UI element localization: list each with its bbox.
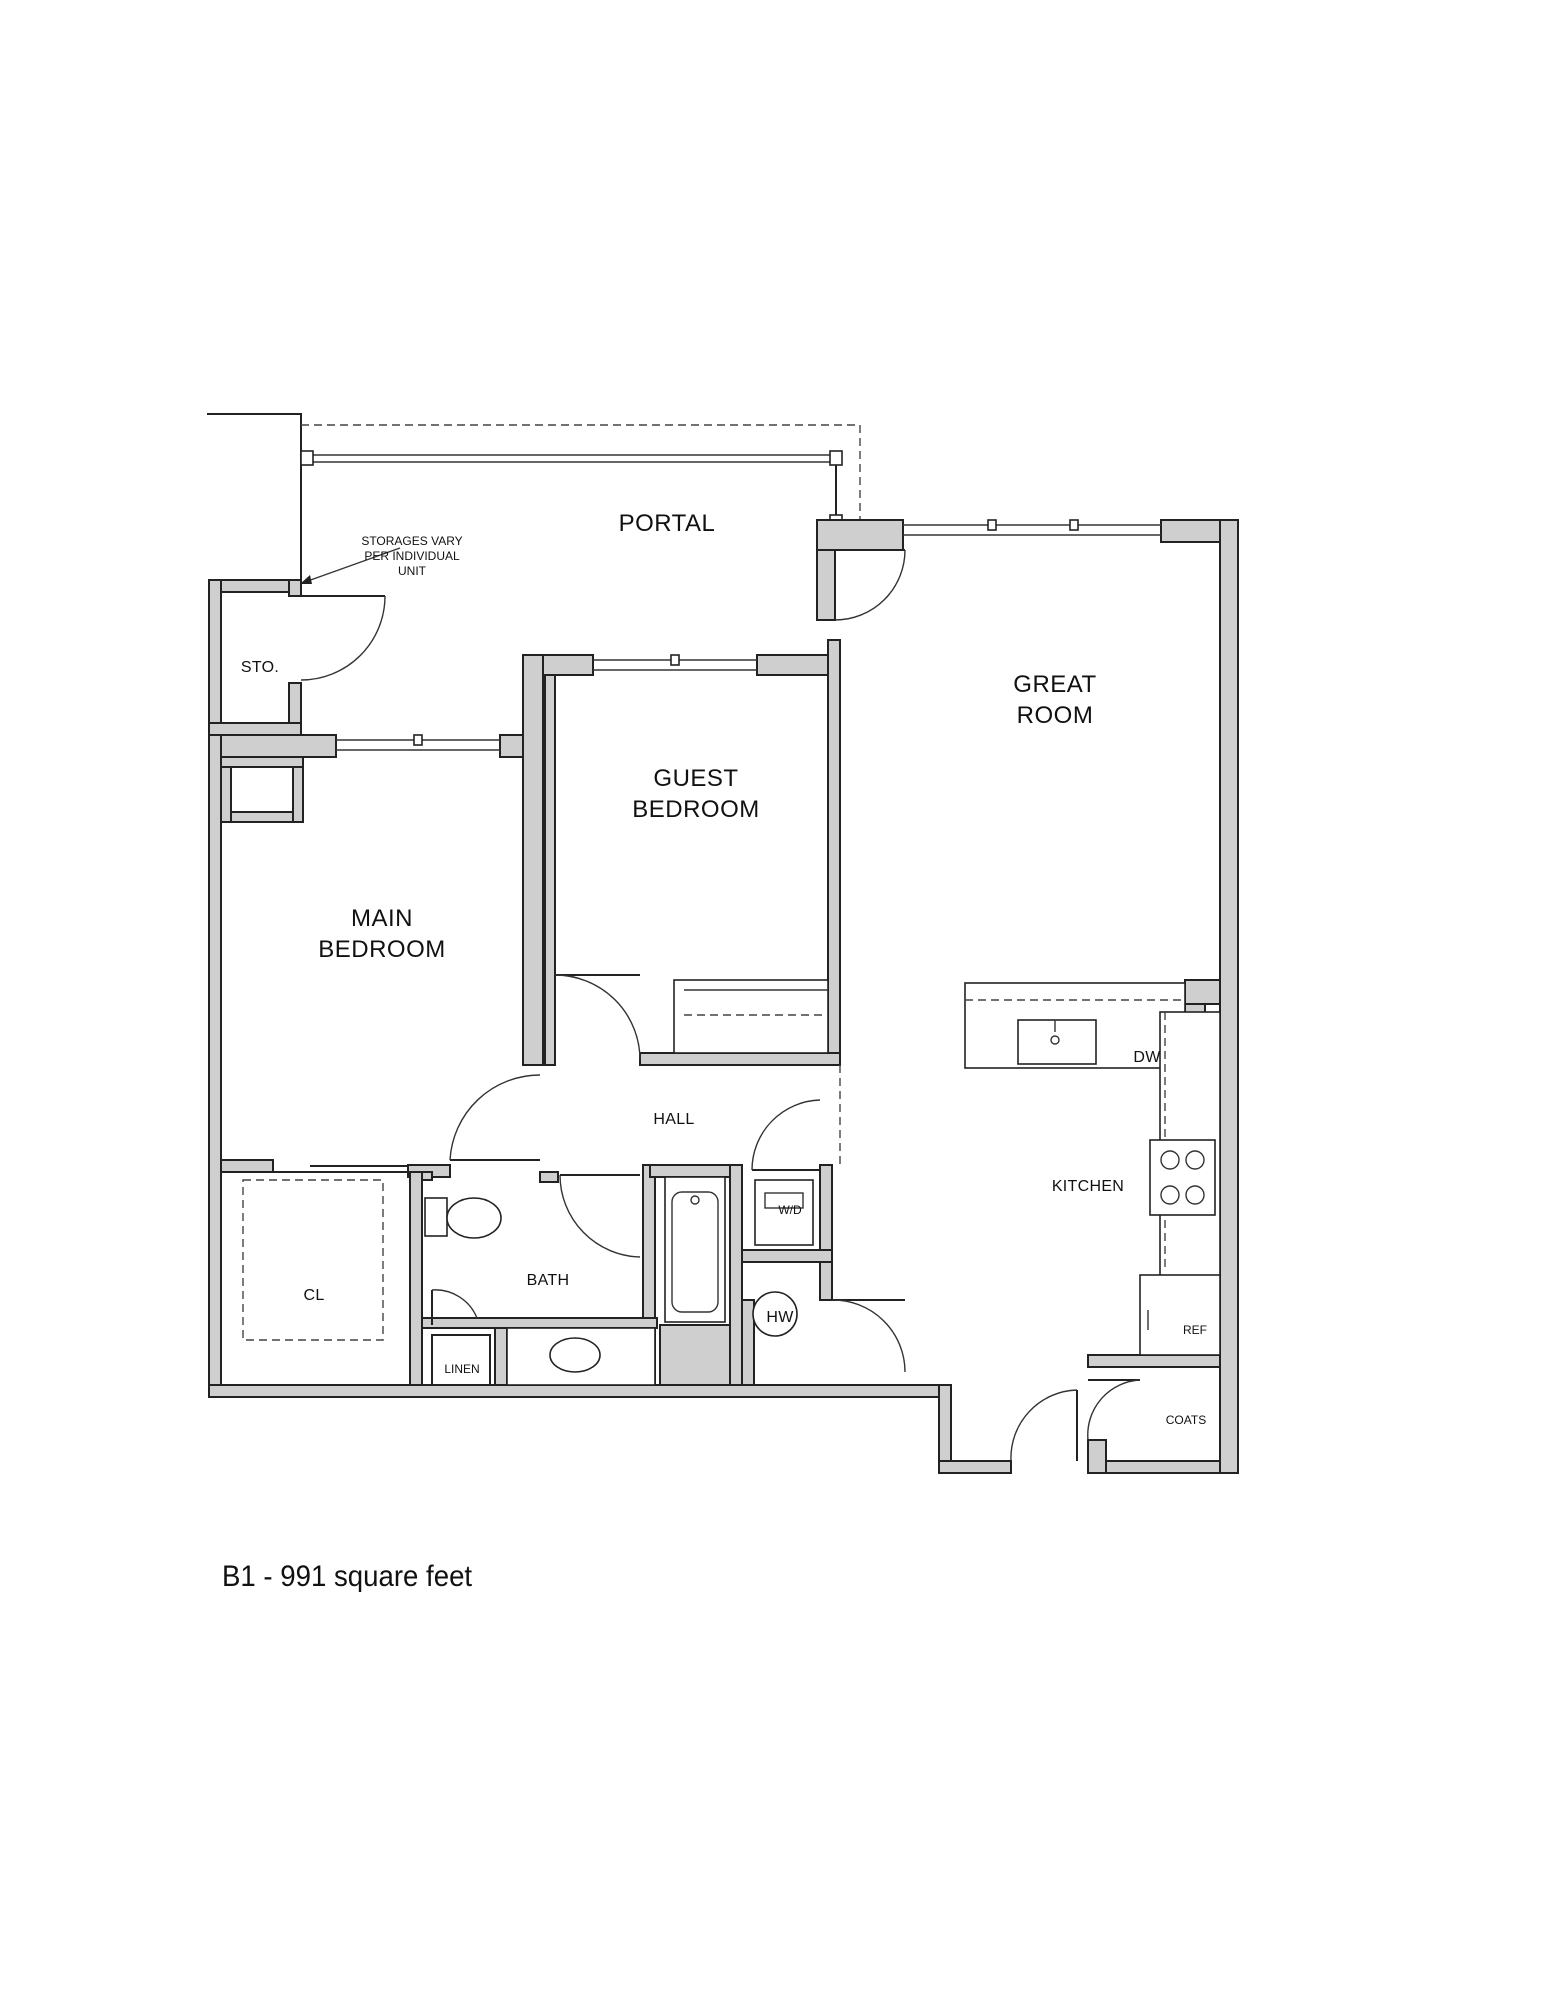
portal-post xyxy=(829,450,843,466)
refrigerator-label: REF xyxy=(1183,1323,1207,1337)
linen-label: LINEN xyxy=(444,1362,479,1376)
portal-label: PORTAL xyxy=(619,510,716,537)
water-heater-icon xyxy=(752,1291,798,1337)
coats-label: COATS xyxy=(1166,1413,1206,1427)
guest-bedroom-label-line-2: BEDROOM xyxy=(632,796,760,823)
closets xyxy=(220,979,841,1386)
portal-area xyxy=(207,413,861,580)
main-bedroom-label-line-1: MAIN xyxy=(351,905,413,932)
washer-dryer-icon xyxy=(754,1179,814,1246)
dishwasher-label: DW xyxy=(1133,1049,1161,1066)
storage-note-leader xyxy=(304,547,401,583)
kitchen-sink xyxy=(1017,1019,1097,1065)
refrigerator-icon xyxy=(1139,1274,1221,1356)
closet-label: CL xyxy=(303,1287,324,1304)
bath-label: BATH xyxy=(527,1272,570,1289)
kitchen-fixtures xyxy=(964,982,1221,1356)
bath-fixtures xyxy=(424,1176,814,1386)
great-room-label-line-1: GREAT xyxy=(1013,671,1096,698)
guest-bedroom-label-line-1: GUEST xyxy=(653,765,738,792)
water-heater-label: HW xyxy=(766,1309,794,1326)
walls xyxy=(208,519,1239,1474)
great-room-label-line-2: ROOM xyxy=(1017,702,1094,729)
hall-label: HALL xyxy=(653,1111,694,1128)
bathtub-icon xyxy=(664,1176,726,1323)
toilet-tank-icon xyxy=(424,1197,448,1237)
range-icon xyxy=(1149,1139,1216,1216)
storage-label: STO. xyxy=(241,659,279,676)
windows xyxy=(336,519,1161,751)
storage-note-line-3: UNIT xyxy=(398,564,427,578)
portal-post xyxy=(300,450,314,466)
sink-icon xyxy=(549,1337,601,1373)
storage-note-line-2: PER INDIVIDUAL xyxy=(364,549,460,563)
main-bedroom-label-line-2: BEDROOM xyxy=(318,936,446,963)
toilet-bowl-icon xyxy=(446,1197,502,1239)
unit-caption: B1 - 991 square feet xyxy=(222,1560,473,1593)
kitchen-label: KITCHEN xyxy=(1052,1178,1124,1195)
washer-dryer-label: W/D xyxy=(778,1203,802,1217)
doors xyxy=(300,549,1141,1462)
storage-note-line-1: STORAGES VARY xyxy=(361,534,462,548)
